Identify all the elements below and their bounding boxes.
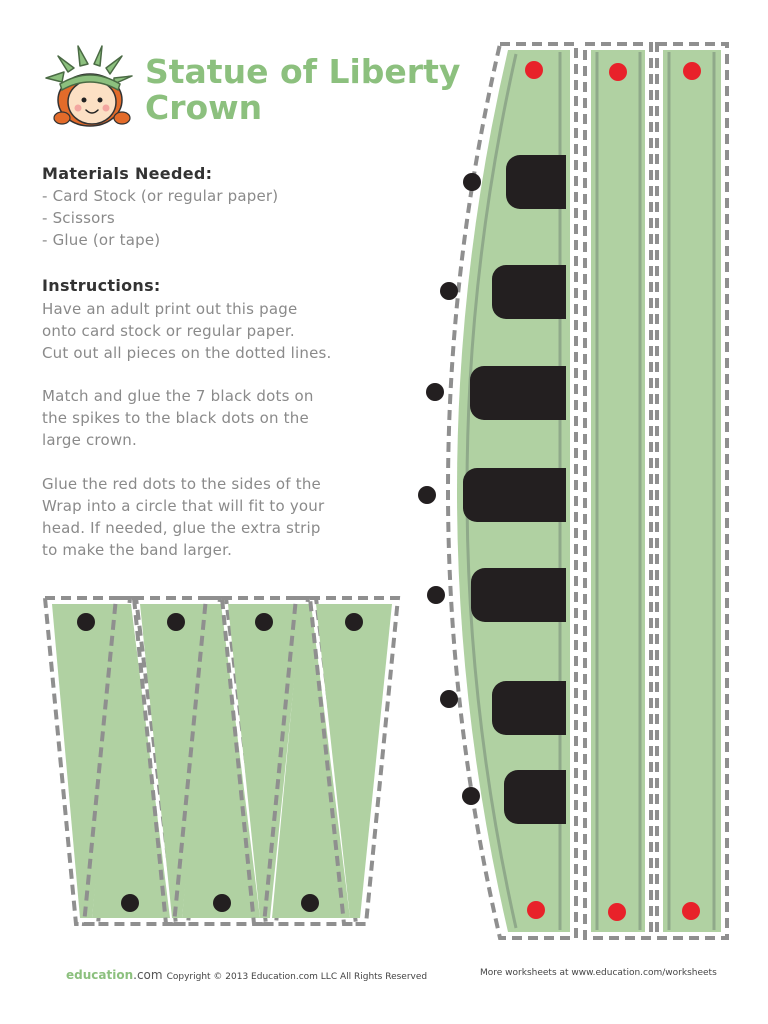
spike-piece: [307, 596, 401, 926]
instructions-section: Instructions:: [42, 276, 372, 297]
extra-band-strip: [655, 42, 729, 940]
crown-spikes: [42, 596, 401, 926]
spike-piece: [42, 596, 133, 926]
red-dot: [682, 902, 700, 920]
logo-main: education: [66, 968, 134, 982]
black-dot: [463, 173, 481, 191]
red-dot: [683, 62, 701, 80]
instructions-paragraph-3: Glue the red dots to the sides of the Wr…: [42, 475, 325, 559]
black-dot: [121, 894, 139, 912]
crown-window: [506, 155, 566, 209]
materials-heading: Materials Needed:: [42, 164, 213, 183]
crown-window: [463, 468, 566, 522]
copyright-text: Copyright © 2013 Education.com LLC All R…: [166, 972, 428, 982]
black-dot: [167, 613, 185, 631]
black-dot: [345, 613, 363, 631]
page-title: Statue of Liberty Crown: [145, 54, 460, 126]
black-dot: [77, 613, 95, 631]
logo-suffix: .com: [133, 968, 163, 982]
more-worksheets-link[interactable]: More worksheets at www.education.com/wor…: [480, 968, 717, 978]
black-dot: [213, 894, 231, 912]
red-dot: [608, 903, 626, 921]
materials-item: - Scissors: [42, 209, 115, 227]
spike-piece: [131, 596, 223, 926]
red-dot: [527, 901, 545, 919]
black-dot: [255, 613, 273, 631]
black-dot: [418, 486, 436, 504]
crown-window: [470, 366, 566, 420]
crown-window: [471, 568, 566, 622]
black-dot: [301, 894, 319, 912]
crown-window: [504, 770, 566, 824]
black-dot: [440, 690, 458, 708]
instructions-paragraph-2: Match and glue the 7 black dots on the s…: [42, 387, 314, 449]
spike-piece: [171, 596, 269, 926]
red-dot: [525, 61, 543, 79]
spike-piece: [219, 596, 311, 926]
footer-left: education.com Copyright © 2013 Education…: [66, 968, 427, 982]
education-logo: education.com: [66, 968, 163, 982]
large-crown-band: [418, 42, 578, 940]
spike-piece: [261, 596, 359, 926]
instructions-paragraph-1: Have an adult print out this page onto c…: [42, 300, 332, 362]
crown-window: [492, 681, 566, 735]
spike-piece: [81, 596, 179, 926]
title-line-2: Crown: [145, 88, 263, 127]
band-strip: [583, 42, 653, 940]
crown-window: [492, 265, 566, 319]
materials-item: - Card Stock (or regular paper): [42, 187, 279, 205]
statue-of-liberty-girl-icon: [45, 45, 133, 127]
black-dot: [427, 586, 445, 604]
red-dot: [609, 63, 627, 81]
black-dot: [440, 282, 458, 300]
materials-item: - Glue (or tape): [42, 231, 161, 249]
black-dot: [426, 383, 444, 401]
black-dot: [462, 787, 480, 805]
title-line-1: Statue of Liberty: [145, 52, 461, 91]
materials-section: Materials Needed: - Card Stock (or regul…: [42, 164, 372, 251]
instructions-heading: Instructions:: [42, 276, 161, 295]
